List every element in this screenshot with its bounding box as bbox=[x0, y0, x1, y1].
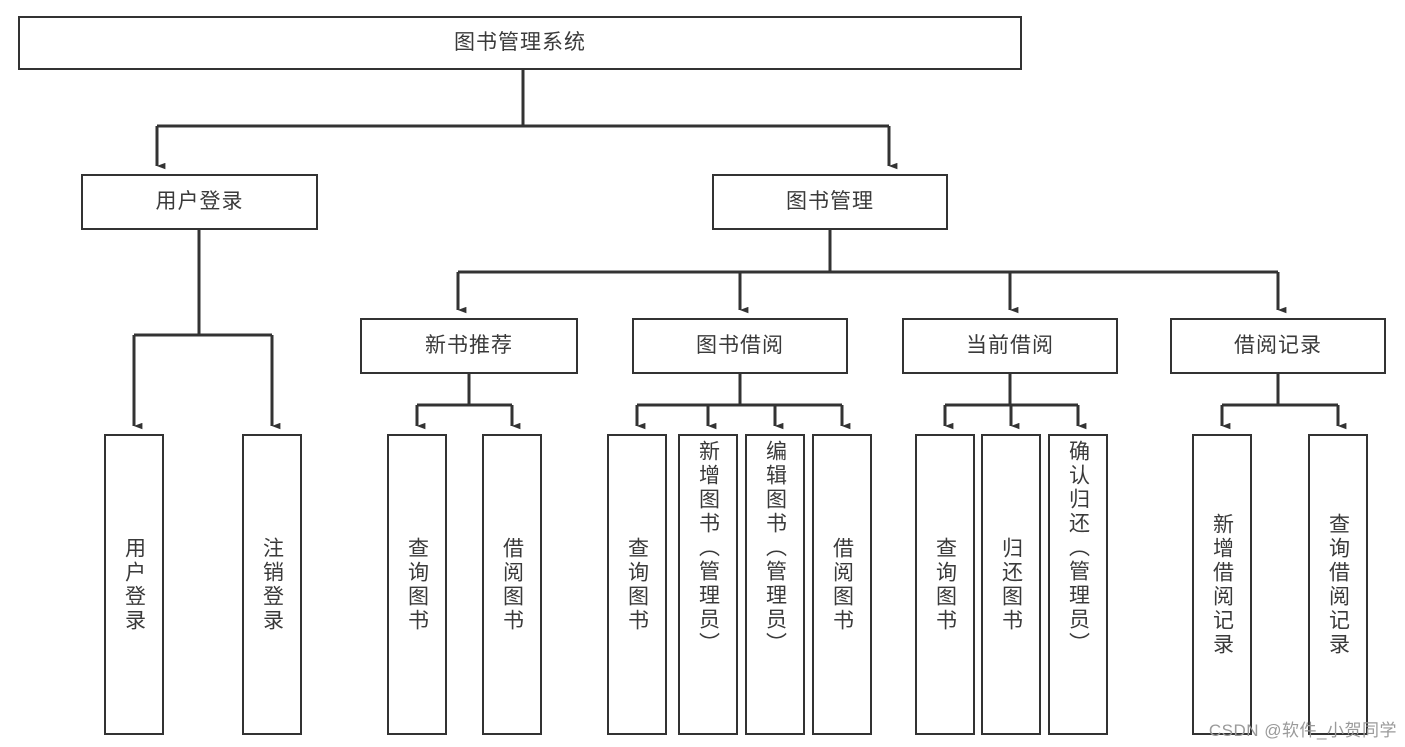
node-user-login-label: 用户登录 bbox=[155, 189, 244, 213]
node-leaf-confirm-return-admin[interactable]: 确认归还（管理员） bbox=[1048, 434, 1108, 735]
node-leaf-query-book-recommend[interactable]: 查询图书 bbox=[387, 434, 447, 735]
node-book-borrow-label: 图书借阅 bbox=[696, 333, 784, 357]
node-book-manage[interactable]: 图书管理 bbox=[712, 174, 948, 230]
node-leaf-edit-book-admin-label: 编辑图书（管理员） bbox=[763, 440, 787, 656]
node-leaf-logout-label: 注销登录 bbox=[260, 536, 284, 633]
node-book-manage-label: 图书管理 bbox=[786, 189, 874, 213]
node-borrow-record-label: 借阅记录 bbox=[1234, 333, 1322, 357]
node-leaf-return-book[interactable]: 归还图书 bbox=[981, 434, 1041, 735]
node-leaf-borrow-book-recommend[interactable]: 借阅图书 bbox=[482, 434, 542, 735]
node-leaf-add-book-admin[interactable]: 新增图书（管理员） bbox=[678, 434, 738, 735]
node-leaf-query-borrow-record[interactable]: 查询借阅记录 bbox=[1308, 434, 1368, 735]
node-leaf-edit-book-admin[interactable]: 编辑图书（管理员） bbox=[745, 434, 805, 735]
node-leaf-return-book-label: 归还图书 bbox=[999, 536, 1023, 633]
node-root-label: 图书管理系统 bbox=[454, 30, 586, 54]
node-leaf-borrow-book-recommend-label: 借阅图书 bbox=[500, 536, 524, 633]
node-leaf-user-login-label: 用户登录 bbox=[122, 536, 146, 633]
node-leaf-query-book-recommend-label: 查询图书 bbox=[405, 536, 429, 633]
node-leaf-query-book[interactable]: 查询图书 bbox=[607, 434, 667, 735]
node-borrow-record[interactable]: 借阅记录 bbox=[1170, 318, 1386, 374]
node-current-borrow-label: 当前借阅 bbox=[966, 333, 1054, 357]
node-leaf-add-borrow-record-label: 新增借阅记录 bbox=[1210, 512, 1234, 657]
node-leaf-user-login[interactable]: 用户登录 bbox=[104, 434, 164, 735]
node-leaf-query-borrow-record-label: 查询借阅记录 bbox=[1326, 512, 1350, 657]
node-leaf-borrow-book[interactable]: 借阅图书 bbox=[812, 434, 872, 735]
node-current-borrow[interactable]: 当前借阅 bbox=[902, 318, 1118, 374]
node-leaf-query-book-current-label: 查询图书 bbox=[933, 536, 957, 633]
node-leaf-logout[interactable]: 注销登录 bbox=[242, 434, 302, 735]
node-user-login[interactable]: 用户登录 bbox=[81, 174, 318, 230]
node-leaf-confirm-return-admin-label: 确认归还（管理员） bbox=[1066, 440, 1090, 656]
node-leaf-add-book-admin-label: 新增图书（管理员） bbox=[696, 440, 720, 656]
node-new-book-recommend[interactable]: 新书推荐 bbox=[360, 318, 578, 374]
csdn-watermark: CSDN @软件_小贺同学 bbox=[1208, 721, 1397, 740]
node-new-book-recommend-label: 新书推荐 bbox=[425, 333, 513, 357]
node-book-borrow[interactable]: 图书借阅 bbox=[632, 318, 848, 374]
node-leaf-query-book-label: 查询图书 bbox=[625, 536, 649, 633]
node-leaf-query-book-current[interactable]: 查询图书 bbox=[915, 434, 975, 735]
node-root[interactable]: 图书管理系统 bbox=[18, 16, 1022, 70]
node-leaf-borrow-book-label: 借阅图书 bbox=[830, 536, 854, 633]
node-leaf-add-borrow-record[interactable]: 新增借阅记录 bbox=[1192, 434, 1252, 735]
